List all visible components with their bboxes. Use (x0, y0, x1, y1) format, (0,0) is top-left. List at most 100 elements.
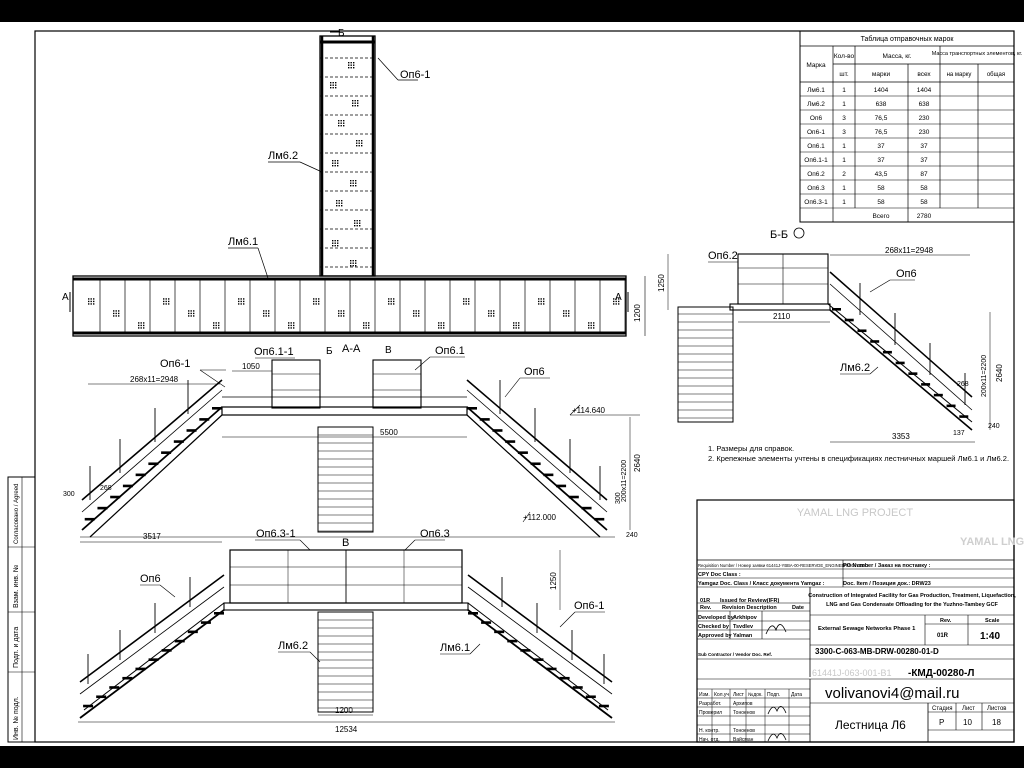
svg-text:Лист: Лист (733, 692, 745, 698)
stamp-agreed: Согласовано / Agreed (14, 484, 20, 544)
svg-text:Подп.: Подп. (767, 692, 780, 698)
drawing-number: 3300-C-063-MB-DRW-00280-01-D (815, 647, 939, 656)
svg-text:Sub Contractor / Vendor Doc. R: Sub Contractor / Vendor Doc. Ref. (698, 652, 772, 657)
svg-text:18: 18 (992, 718, 1001, 727)
svg-text:Р: Р (939, 718, 944, 727)
spec-cell-mark: Лм6.2 (807, 101, 825, 108)
construction-title: Construction of Integrated Facility for … (808, 593, 1016, 608)
label-op6-right: Оп6 (524, 366, 545, 378)
label-lm6-1-top: Лм6.1 (228, 236, 258, 248)
bb-platform (729, 303, 831, 311)
label-op6-1-top: Оп6-1 (400, 69, 430, 81)
spec-cell-mark: Оп6.1-1 (804, 157, 828, 164)
center-ladder-aa (317, 426, 374, 533)
spec-title: Таблица отправочных марок (861, 35, 955, 43)
sheet-frame (34, 30, 1015, 743)
spec-cell-mark: Оп6.2 (807, 171, 825, 178)
svg-text:10: 10 (963, 718, 972, 727)
dim-2640-b: 2640 (995, 364, 1004, 382)
spec-cell-qty: 1 (842, 101, 846, 108)
svg-text:всех: всех (917, 71, 931, 78)
label-lm6-1-v: Лм6.1 (440, 642, 470, 654)
svg-text:№док.: №док. (748, 692, 763, 698)
svg-text:Rev.: Rev. (700, 605, 712, 611)
spec-cell-mark: Оп6.1 (807, 143, 825, 150)
spec-cell-total: 37 (920, 157, 928, 164)
label-b-mid: В (385, 345, 392, 356)
label-a-right: А (615, 292, 622, 303)
elev-112: +112.000 (523, 513, 557, 522)
note-1: 1. Размеры для справок. (708, 444, 794, 453)
svg-text:шт.: шт. (839, 71, 848, 78)
label-op6-1: Оп6.1 (435, 345, 465, 357)
label-op6-1-1: Оп6.1-1 (254, 346, 294, 358)
spec-cell-total: 87 (920, 171, 928, 178)
dim-268-b: 268 (957, 381, 969, 388)
spec-cell-qty: 1 (842, 157, 846, 164)
dim-2640: 2640 (633, 454, 642, 472)
label-b-top: Б (338, 28, 345, 39)
svg-text:Стадия: Стадия (932, 706, 952, 712)
plan-upper-flight (319, 35, 376, 277)
project-watermark: YAMAL LNG PROJECT (797, 507, 913, 519)
label-lm6-2-v: Лм6.2 (278, 640, 308, 652)
label-op6-2: Оп6.2 (708, 250, 738, 262)
svg-text:Тоноенов: Тоноенов (733, 728, 755, 734)
svg-text:CPY Doc Class :: CPY Doc Class : (698, 572, 741, 578)
label-op6-b: Оп6 (896, 268, 917, 280)
svg-text:Arkhipov: Arkhipov (733, 615, 758, 621)
dim-12534: 12534 (335, 725, 358, 734)
svg-text:Н. контр.: Н. контр. (699, 728, 720, 734)
dim-2110: 2110 (773, 312, 791, 321)
side-stamp-frame (7, 476, 36, 743)
dim-3353: 3353 (892, 432, 910, 441)
svg-text:Developed by: Developed by (698, 615, 735, 621)
svg-text:Tsvdlev: Tsvdlev (733, 624, 754, 630)
rail-op6-1-1 (271, 359, 321, 409)
stamp-podp: Подп. и дата (13, 627, 20, 668)
svg-text:Revision Description: Revision Description (722, 605, 777, 611)
spec-cell-mark: Лм6.1 (807, 87, 825, 94)
svg-text:марки: марки (872, 71, 891, 78)
dim-1050: 1050 (242, 362, 260, 371)
drawing-sheet: Инв. № подл. Подп. и дата Взам. инв. № С… (0, 22, 1024, 746)
spec-cell-qty: 3 (842, 115, 846, 122)
title-block: YAMAL LNG PROJECT YAMAL LNG Requisition … (696, 499, 1024, 743)
label-op6-left-v: Оп6 (140, 573, 161, 585)
label-v: В (342, 537, 349, 549)
svg-text:Кол.уч: Кол.уч (714, 692, 729, 698)
svg-text:1:40: 1:40 (980, 631, 1000, 642)
spec-cell-total: 1404 (917, 87, 932, 94)
svg-text:Нач. отд.: Нач. отд. (699, 737, 720, 743)
dim-268x11: 268х11=2948 (130, 375, 179, 384)
svg-text:Yamgaz Doc. Class / Класс доку: Yamgaz Doc. Class / Класс документа Yamg… (698, 581, 825, 587)
svg-text:Масса транспортных элементов,: Масса транспортных элементов, кг. (932, 51, 1023, 57)
spec-cell-qty: 3 (842, 129, 846, 136)
dim-300b: 300 (615, 492, 622, 504)
svg-text:PO Number / Заказ на поставку: PO Number / Заказ на поставку : (843, 563, 931, 569)
spec-cell-total: 638 (919, 101, 930, 108)
drawing-title: Лестница Л6 (835, 718, 906, 732)
svg-text:Approved by: Approved by (698, 633, 733, 639)
label-lm6-2-top: Лм6.2 (268, 150, 298, 162)
svg-text:Тоноенов: Тоноенов (733, 710, 755, 716)
label-op6-3: Оп6.3 (420, 528, 450, 540)
svg-text:Листов: Листов (987, 706, 1007, 712)
svg-text:01R: 01R (700, 598, 710, 604)
svg-text:Изм.: Изм. (699, 692, 710, 698)
cad-drawing: Инв. № подл. Подп. и дата Взам. инв. № С… (7, 28, 1024, 743)
spec-total-value: 2780 (917, 213, 932, 220)
dim-1200-plan: 1200 (633, 304, 642, 322)
label-a-left: А (62, 292, 69, 303)
spec-cell-qty: 1 (842, 199, 846, 206)
svg-text:Scale: Scale (985, 618, 999, 624)
view-v-ladder (317, 611, 374, 713)
spec-cell-mass: 1404 (874, 87, 889, 94)
dim-1250-b: 1250 (657, 274, 666, 292)
svg-text:Марка: Марка (806, 62, 826, 69)
plan-lower-flight (72, 275, 627, 337)
spec-cell-qty: 1 (842, 87, 846, 94)
spec-cell-mass: 37 (877, 157, 885, 164)
email: volivanovi4@mail.ru (825, 685, 959, 702)
